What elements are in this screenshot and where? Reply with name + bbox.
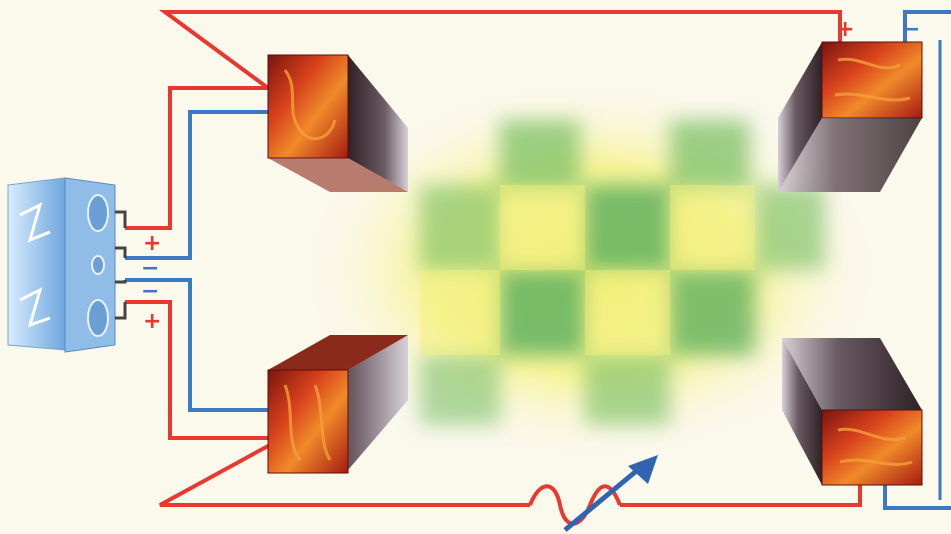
checker-cell	[585, 185, 670, 270]
speaker-icon	[8, 178, 125, 352]
checker-cell	[585, 355, 670, 425]
checker-cell	[585, 270, 670, 355]
bottom-right-block	[782, 338, 922, 485]
checker-cell	[670, 185, 755, 270]
top-left-block	[268, 55, 408, 192]
checker-cell	[500, 120, 580, 190]
speaker-terminal	[92, 256, 104, 274]
adjust-arrow-head	[628, 455, 658, 484]
resistor-zigzag	[530, 486, 620, 524]
top-positive-wire	[165, 12, 840, 88]
checker-cell	[420, 185, 500, 270]
variable-resistor-icon	[530, 486, 620, 524]
top-right-minus-label: −	[902, 17, 920, 42]
checker-cell	[755, 185, 825, 270]
speaker-lead	[115, 212, 125, 228]
adjust-arrow-icon	[565, 455, 658, 530]
block-face	[268, 55, 348, 158]
speaker-plus-top-label: +	[143, 231, 161, 256]
speaker-lead	[115, 302, 125, 318]
speaker-terminal	[88, 300, 108, 336]
speaker-minus-bottom-label: −	[141, 279, 159, 304]
top-right-block	[778, 42, 922, 192]
speaker-minus-top-label: −	[141, 256, 159, 281]
bottom-left-block	[268, 335, 408, 473]
block-face	[822, 42, 922, 118]
top-right-plus-label: +	[836, 17, 854, 42]
checker-cell	[500, 185, 585, 270]
speaker-terminal	[88, 195, 108, 231]
checker-cell	[670, 270, 755, 355]
speaker-plus-bottom-label: +	[143, 309, 161, 334]
block-face	[268, 370, 348, 473]
speaker-lead	[115, 248, 125, 258]
adjust-arrow-shaft	[565, 468, 640, 530]
speaker-lead	[115, 280, 125, 282]
checker-cell	[500, 270, 585, 355]
checker-cell	[670, 120, 750, 190]
block-face	[822, 410, 922, 485]
speaker-positive-wire-top	[125, 88, 268, 228]
checker-cell	[420, 355, 500, 425]
speaker-leads	[115, 212, 125, 318]
checker-cell	[420, 270, 500, 355]
